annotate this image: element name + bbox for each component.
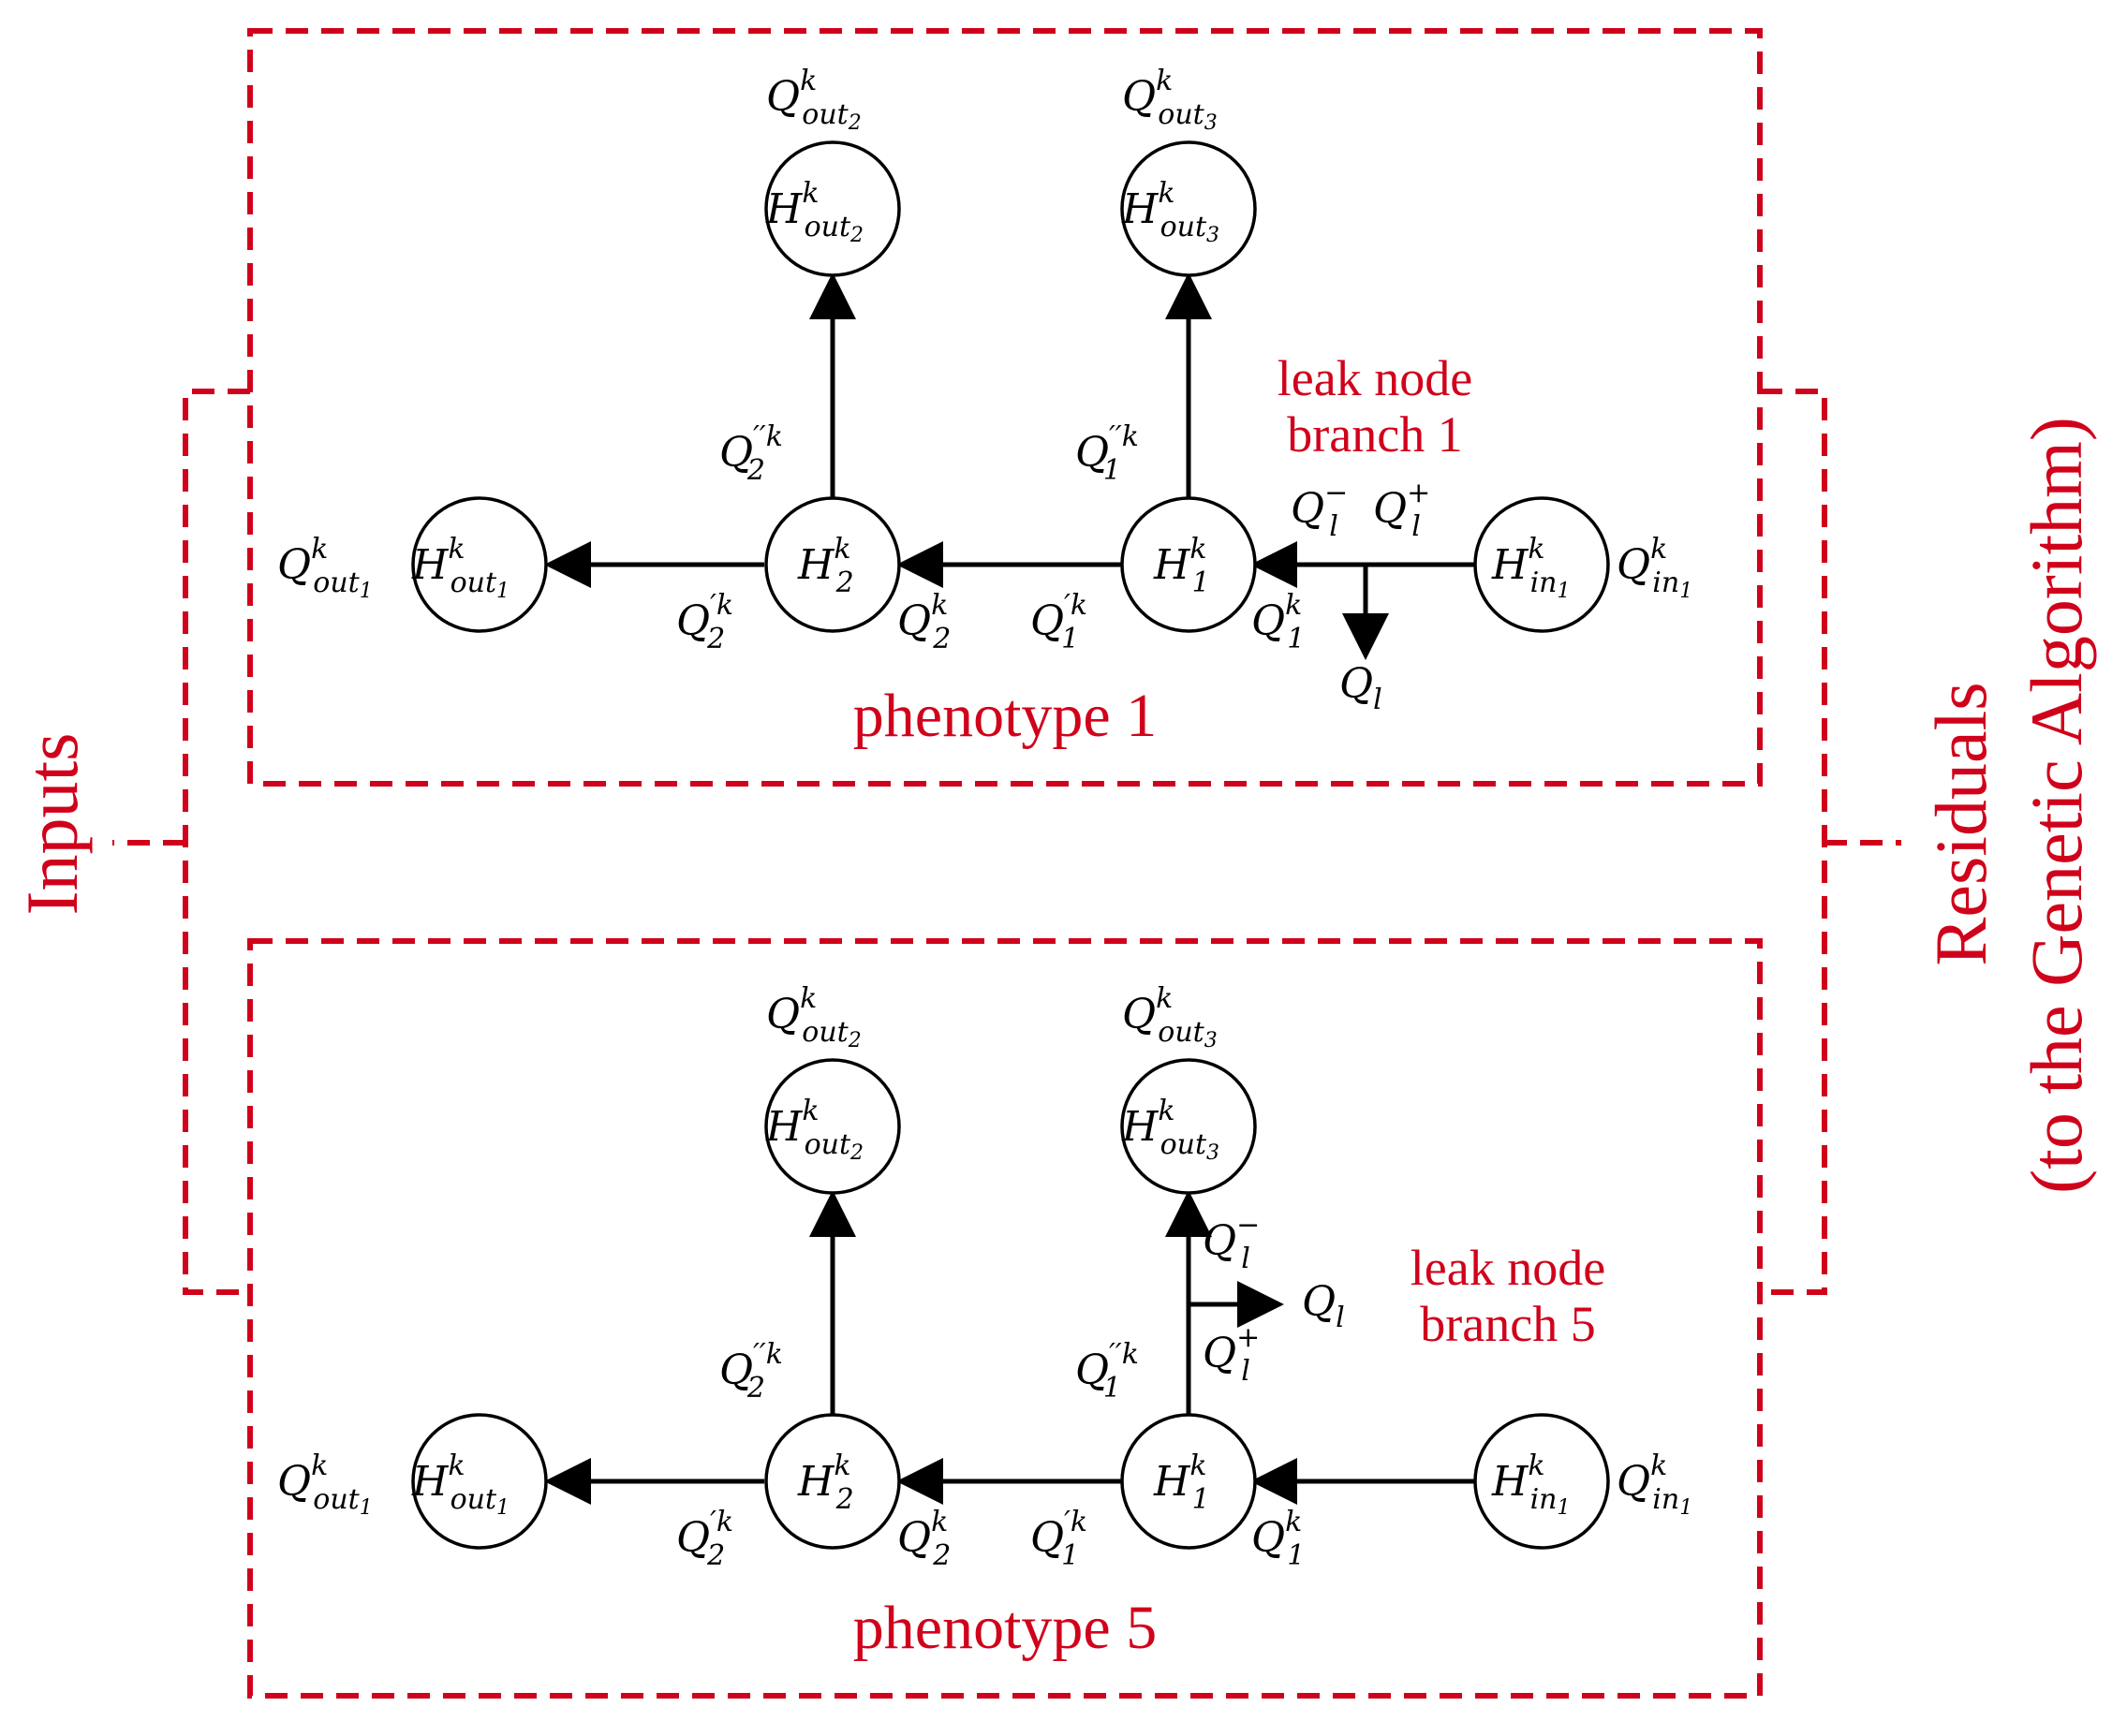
node-h2: [764, 1413, 901, 1550]
leak-label-line1: leak node: [1278, 350, 1472, 406]
node-h-out3: [1120, 1058, 1257, 1195]
label-ql: Ql: [1302, 1278, 1345, 1334]
leak-label-line1: leak node: [1411, 1240, 1605, 1296]
inputs-label: Inputs: [11, 733, 93, 916]
label-ql: Ql: [1339, 660, 1382, 716]
panel-frame-bottom: [247, 938, 1763, 1699]
node-h-in1: [1473, 1413, 1610, 1550]
node-h-out1: [411, 1413, 548, 1550]
panel-frames: [112, 28, 1901, 1699]
label-ql-plus: Q+l: [1203, 1321, 1260, 1388]
phenotype-caption: phenotype 1: [853, 682, 1157, 750]
phenotype-caption: phenotype 5: [853, 1594, 1157, 1662]
leak-label-line2: branch 5: [1420, 1296, 1595, 1352]
label-ql-plus: Q+l: [1373, 477, 1430, 543]
node-h1: [1120, 496, 1257, 633]
node-h-out2: [764, 1058, 901, 1195]
panel-frame-top: [247, 28, 1763, 787]
inputs-bracket: [183, 389, 250, 1295]
label-ql-minus: Q−l: [1203, 1209, 1260, 1275]
residuals-label: Residuals: [1920, 682, 2001, 965]
residuals-bracket: [1760, 389, 1827, 1295]
leak-label-line2: branch 1: [1287, 406, 1462, 463]
node-h1: [1120, 1413, 1257, 1550]
node-h-out1: [411, 496, 548, 633]
node-h2: [764, 496, 901, 633]
node-h-out3: [1120, 140, 1257, 277]
residuals-sublabel: (to the Genetic Algorithm): [2016, 417, 2097, 1194]
node-h-in1: [1473, 496, 1610, 633]
node-h-out2: [764, 140, 901, 277]
label-ql-minus: Q−l: [1291, 477, 1348, 543]
